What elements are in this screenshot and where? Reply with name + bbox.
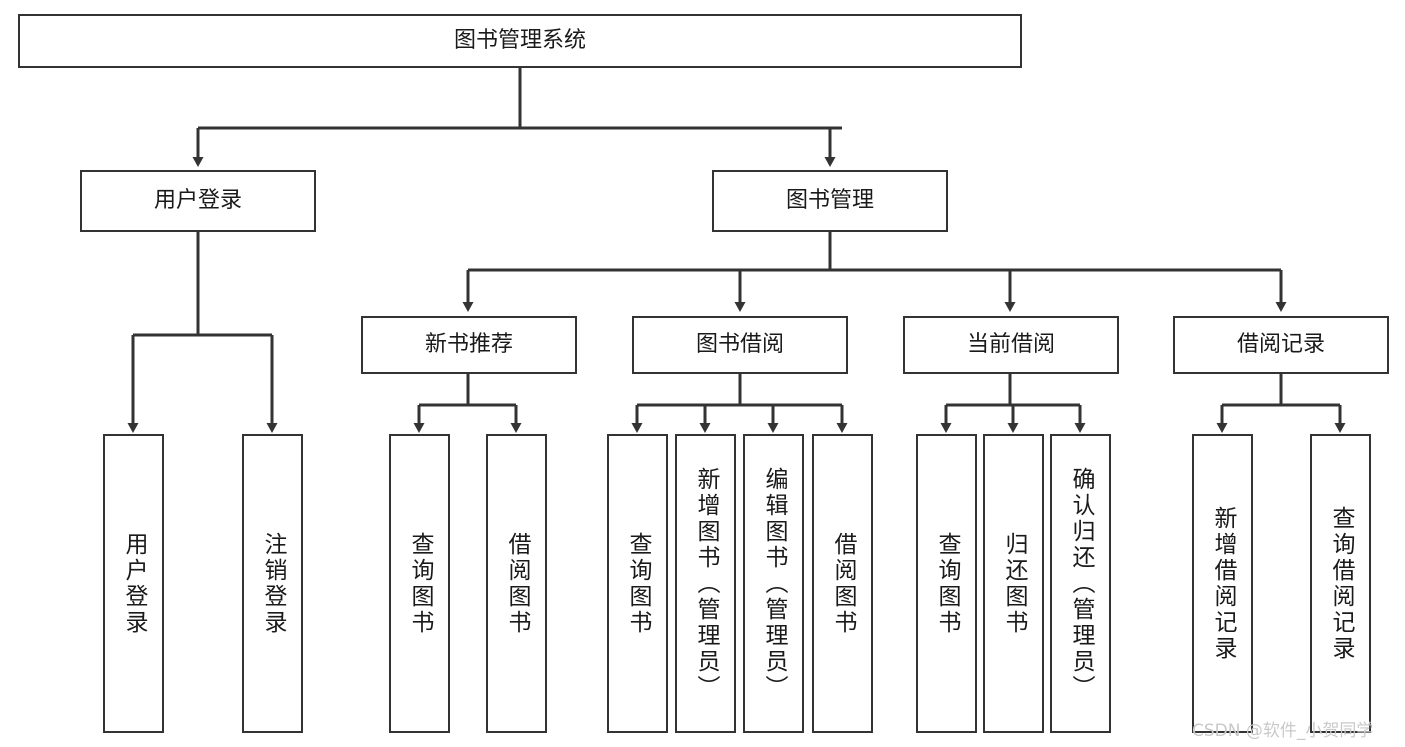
node-leaf-query-record[interactable]: 查询借阅记录 (1310, 434, 1371, 733)
node-borrow-record[interactable]: 借阅记录 (1173, 316, 1389, 374)
node-leaf-confirm-return-label: 确认归还（管理员） (1068, 466, 1094, 701)
node-leaf-logout-label: 注销登录 (260, 531, 286, 636)
node-root-label: 图书管理系统 (453, 28, 586, 53)
node-leaf-query-book-2[interactable]: 查询图书 (607, 434, 668, 733)
node-leaf-borrow-book-2-label: 借阅图书 (830, 531, 856, 636)
node-new-book-recommend-label: 新书推荐 (424, 332, 513, 357)
node-leaf-edit-book-label: 编辑图书（管理员） (761, 466, 787, 701)
node-leaf-return-book[interactable]: 归还图书 (983, 434, 1044, 733)
node-leaf-borrow-book-1-label: 借阅图书 (504, 531, 530, 636)
node-current-borrow-label: 当前借阅 (966, 332, 1055, 357)
node-new-book-recommend[interactable]: 新书推荐 (361, 316, 577, 374)
node-leaf-user-login[interactable]: 用户登录 (103, 434, 164, 733)
node-leaf-add-record-label: 新增借阅记录 (1210, 505, 1236, 662)
node-root[interactable]: 图书管理系统 (18, 14, 1022, 68)
node-leaf-add-record[interactable]: 新增借阅记录 (1192, 434, 1253, 733)
node-leaf-query-book-1-label: 查询图书 (407, 531, 433, 636)
node-leaf-confirm-return[interactable]: 确认归还（管理员） (1050, 434, 1111, 733)
node-book-borrow[interactable]: 图书借阅 (632, 316, 848, 374)
node-leaf-user-login-label: 用户登录 (121, 531, 147, 636)
node-leaf-query-book-3-label: 查询图书 (934, 531, 960, 636)
node-current-borrow[interactable]: 当前借阅 (903, 316, 1119, 374)
node-book-manage-label: 图书管理 (785, 188, 874, 213)
node-leaf-edit-book[interactable]: 编辑图书（管理员） (743, 434, 804, 733)
node-leaf-query-book-3[interactable]: 查询图书 (916, 434, 977, 733)
node-user-login-label: 用户登录 (153, 188, 242, 213)
node-leaf-query-book-1[interactable]: 查询图书 (389, 434, 450, 733)
node-leaf-logout[interactable]: 注销登录 (242, 434, 303, 733)
node-leaf-add-book-label: 新增图书（管理员） (693, 466, 719, 701)
node-leaf-borrow-book-2[interactable]: 借阅图书 (812, 434, 873, 733)
node-book-borrow-label: 图书借阅 (695, 332, 784, 357)
node-leaf-query-book-2-label: 查询图书 (625, 531, 651, 636)
node-borrow-record-label: 借阅记录 (1236, 332, 1325, 357)
node-leaf-return-book-label: 归还图书 (1001, 531, 1027, 636)
node-leaf-add-book[interactable]: 新增图书（管理员） (675, 434, 736, 733)
node-book-manage[interactable]: 图书管理 (712, 170, 948, 232)
node-user-login[interactable]: 用户登录 (80, 170, 316, 232)
node-leaf-borrow-book-1[interactable]: 借阅图书 (486, 434, 547, 733)
node-leaf-query-record-label: 查询借阅记录 (1328, 505, 1354, 662)
